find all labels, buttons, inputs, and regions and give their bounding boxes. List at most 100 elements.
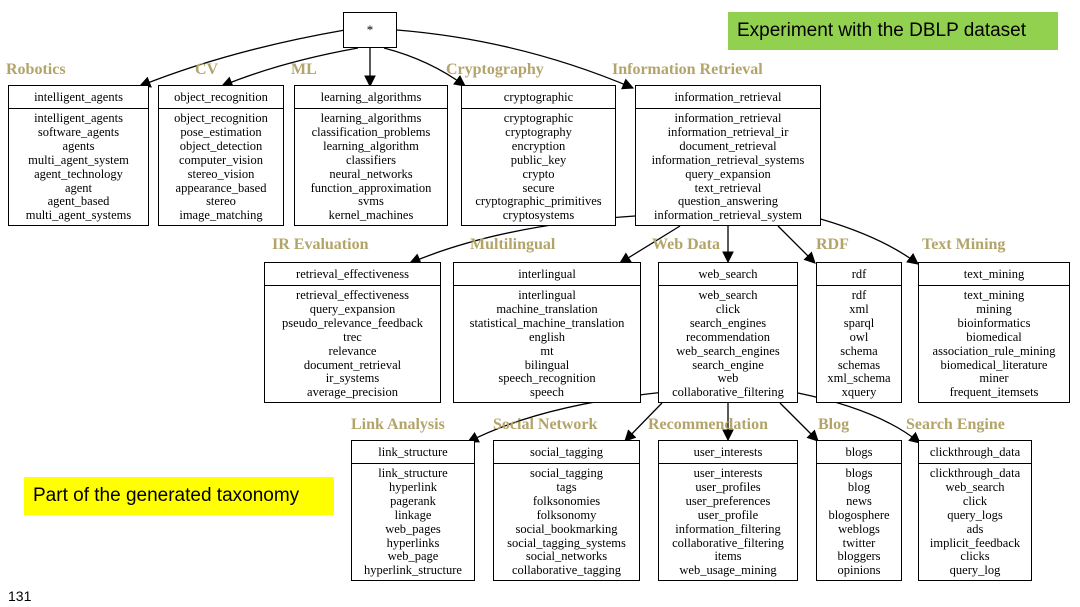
node-term: link_structure [378, 466, 448, 480]
node-term: web [717, 371, 739, 386]
node-term: owl [849, 329, 869, 344]
node-term: social_tagging_systems [507, 535, 626, 550]
node-term: text_mining [963, 288, 1025, 302]
node-head-term: interlingual [454, 263, 640, 286]
node-term: news [846, 493, 872, 508]
node-term: user_profiles [695, 479, 761, 494]
node-term: xquery [841, 385, 877, 400]
node-term: pose_estimation [180, 124, 262, 139]
node-term: schema [840, 343, 878, 358]
node-term: opinions [837, 563, 881, 578]
category-label-social-network: Social Network [493, 416, 598, 433]
node-term: multi_agent_system [28, 152, 129, 167]
taxonomy-edge [396, 29, 635, 90]
node-term: document_retrieval [303, 357, 402, 372]
node-term: user_preferences [685, 493, 771, 508]
node-head-term: learning_algorithms [295, 86, 447, 109]
taxonomy-edge [220, 47, 359, 88]
node-term: statistical_machine_translation [469, 315, 625, 330]
category-label-rdf: RDF [816, 236, 849, 253]
node-term: retrieval_effectiveness [296, 288, 409, 302]
node-term: frequent_itemsets [949, 385, 1039, 400]
node-term: biomedical_literature [940, 357, 1048, 372]
node-term: speech_recognition [498, 371, 596, 386]
node-term: speech [529, 385, 564, 400]
node-term: stereo [206, 194, 236, 209]
node-term: average_precision [307, 385, 398, 400]
taxonomy-edge [797, 392, 921, 444]
node-term: association_rule_mining [932, 343, 1056, 358]
category-label-information-retrieval: Information Retrieval [612, 61, 763, 78]
node-term: social_networks [525, 549, 608, 564]
node-term: encryption [511, 138, 566, 153]
node-term: crypto [522, 166, 555, 181]
node-term: agent_based [47, 194, 110, 209]
node-term: information_filtering [675, 521, 781, 536]
node-term: blog [847, 479, 871, 494]
category-label-ml: ML [291, 61, 317, 78]
node-term: ir_systems [325, 371, 380, 386]
node-term: secure [522, 180, 555, 195]
node-term: web_page [387, 549, 439, 564]
category-label-web-data: Web Data [652, 236, 720, 253]
node-term: web_pages [385, 521, 441, 536]
node-term: clickthrough_data [929, 466, 1021, 480]
node-term: search_engines [689, 315, 767, 330]
node-term: neural_networks [329, 166, 413, 181]
node-head-term: information_retrieval [636, 86, 820, 109]
node-term: image_matching [179, 208, 263, 223]
node-term: web_search [698, 288, 758, 302]
node-term: mining [976, 301, 1012, 316]
node-term: cryptographic [503, 111, 574, 125]
node-term: clicks [960, 549, 990, 564]
node-head-term: blogs [817, 441, 901, 464]
node-term: cryptography [505, 124, 572, 139]
node-term: agent_technology [34, 166, 123, 181]
category-label-cryptography: Cryptography [446, 61, 544, 78]
node-term: machine_translation [496, 301, 598, 316]
node-term: bioinformatics [957, 315, 1031, 330]
node-term: user_profile [697, 507, 759, 522]
node-term: pagerank [390, 493, 436, 508]
node-term: hyperlink_structure [364, 563, 462, 578]
node-term: learning_algorithms [320, 111, 422, 125]
category-label-multilingual: Multilingual [470, 236, 556, 253]
node-term: intelligent_agents [34, 111, 123, 125]
node-term: stereo_vision [187, 166, 255, 181]
node-term: object_detection [179, 138, 263, 153]
node-term: learning_algorithm [323, 138, 419, 153]
category-label-text-mining: Text Mining [922, 236, 1006, 253]
node-term: information_retrieval_system [654, 208, 802, 223]
node-term: xml [849, 301, 869, 316]
node-term: agents [62, 138, 95, 153]
category-label-ir-evaluation: IR Evaluation [272, 236, 369, 253]
node-term: bloggers [837, 549, 881, 564]
node-term: cryptographic_primitives [475, 194, 602, 209]
node-term: cryptosystems [502, 208, 575, 223]
taxonomy-edge [624, 402, 663, 442]
category-label-link-analysis: Link Analysis [351, 416, 445, 433]
node-term: query_logs [947, 507, 1003, 522]
node-term: appearance_based [175, 180, 267, 195]
node-term: relevance [328, 343, 377, 358]
node-term: blogosphere [828, 507, 890, 522]
node-term: bilingual [524, 357, 570, 372]
node-term: trec [343, 329, 362, 344]
